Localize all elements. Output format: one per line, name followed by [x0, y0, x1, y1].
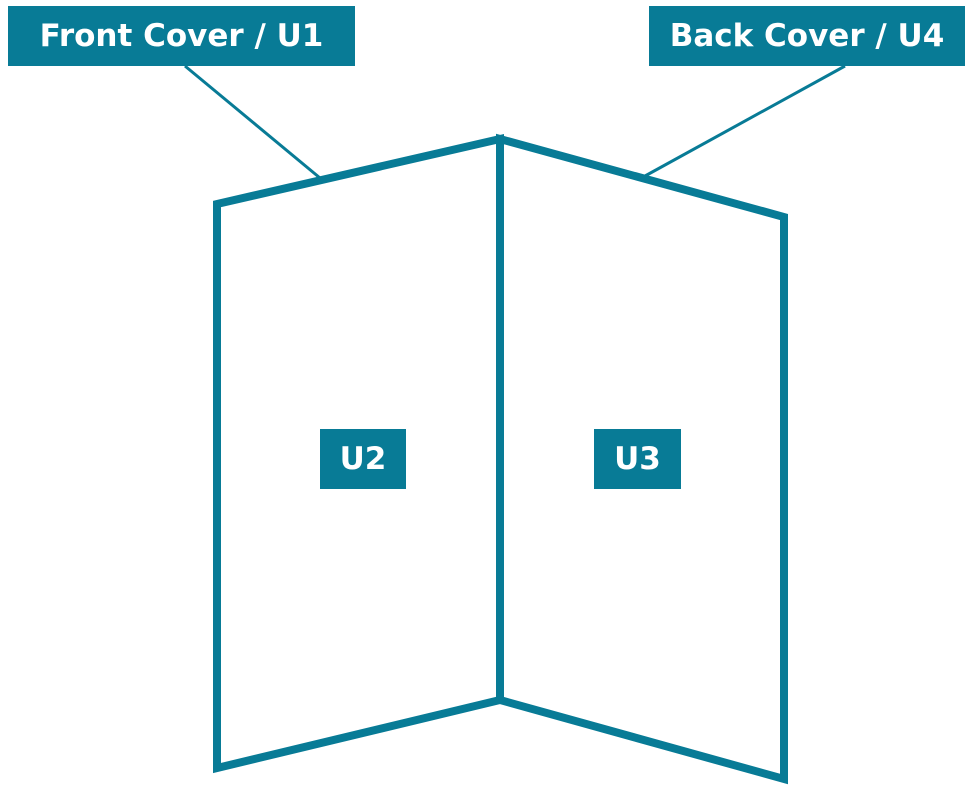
back-cover-label: Back Cover / U4 — [649, 6, 965, 66]
right-panel-outline — [496, 133, 788, 785]
front-cover-leader-line — [184, 64, 321, 180]
inside-left-label: U2 — [320, 429, 406, 489]
back-cover-leader-line — [644, 64, 846, 178]
front-cover-label: Front Cover / U1 — [8, 6, 355, 66]
inside-right-label: U3 — [594, 429, 681, 489]
